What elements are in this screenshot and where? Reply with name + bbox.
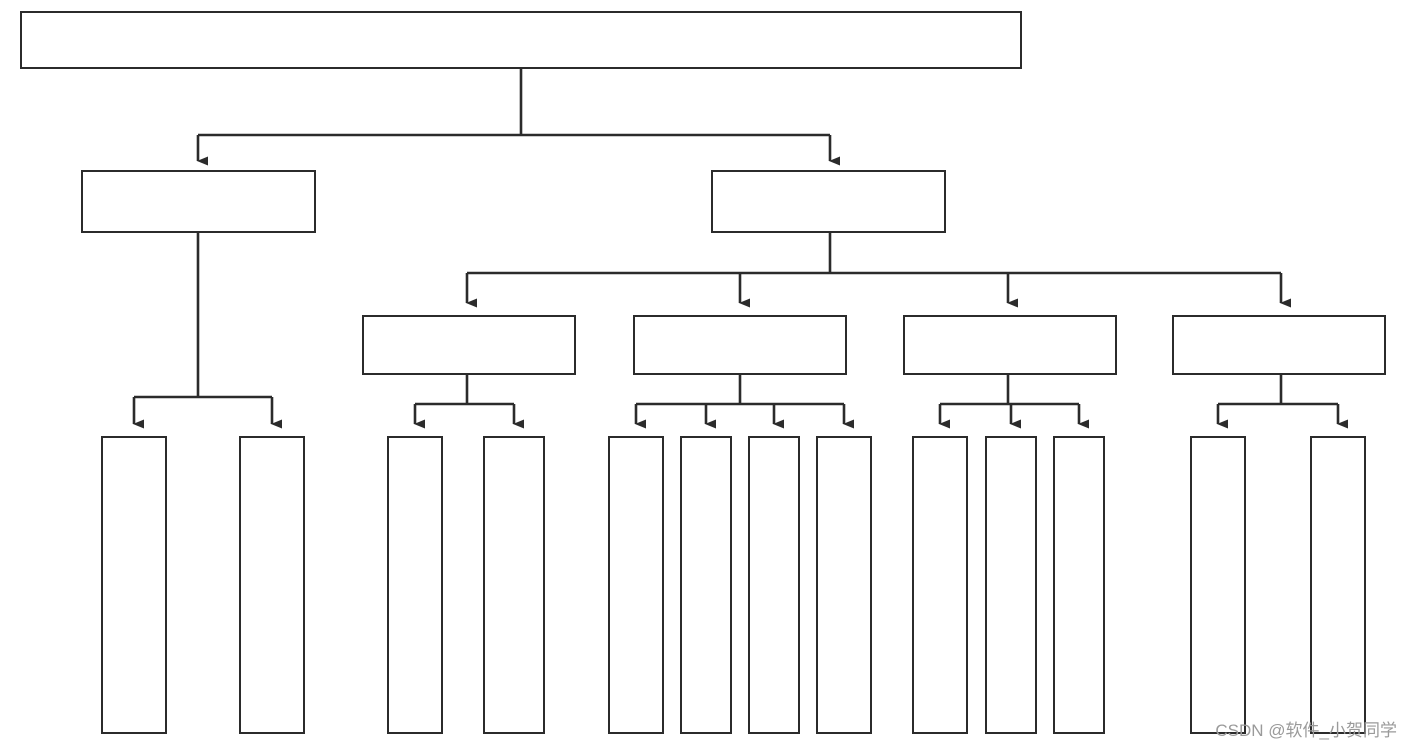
node-leaf-user-logout[interactable] (239, 436, 305, 734)
node-leaf-return-book[interactable] (985, 436, 1037, 734)
node-leaf-add-borrow-record[interactable] (1190, 436, 1246, 734)
node-new-book-recommend[interactable] (362, 315, 576, 375)
node-leaf-borrow-book-recommend[interactable] (483, 436, 545, 734)
node-book-management[interactable] (711, 170, 946, 233)
csdn-watermark: CSDN @软件_小贺同学 (1215, 721, 1397, 740)
node-leaf-add-book-admin[interactable] (680, 436, 732, 734)
node-root-system[interactable] (20, 11, 1022, 69)
node-current-borrow[interactable] (903, 315, 1117, 375)
node-user-login[interactable] (81, 170, 316, 233)
node-leaf-query-book-borrow[interactable] (608, 436, 664, 734)
node-leaf-query-borrow-record[interactable] (1310, 436, 1366, 734)
node-leaf-confirm-return-admin[interactable] (1053, 436, 1105, 734)
node-book-borrow[interactable] (633, 315, 847, 375)
node-leaf-edit-book-admin[interactable] (748, 436, 800, 734)
node-leaf-query-book-recommend[interactable] (387, 436, 443, 734)
node-leaf-user-login[interactable] (101, 436, 167, 734)
node-leaf-query-book-current[interactable] (912, 436, 968, 734)
node-leaf-borrow-book[interactable] (816, 436, 872, 734)
node-borrow-record[interactable] (1172, 315, 1386, 375)
